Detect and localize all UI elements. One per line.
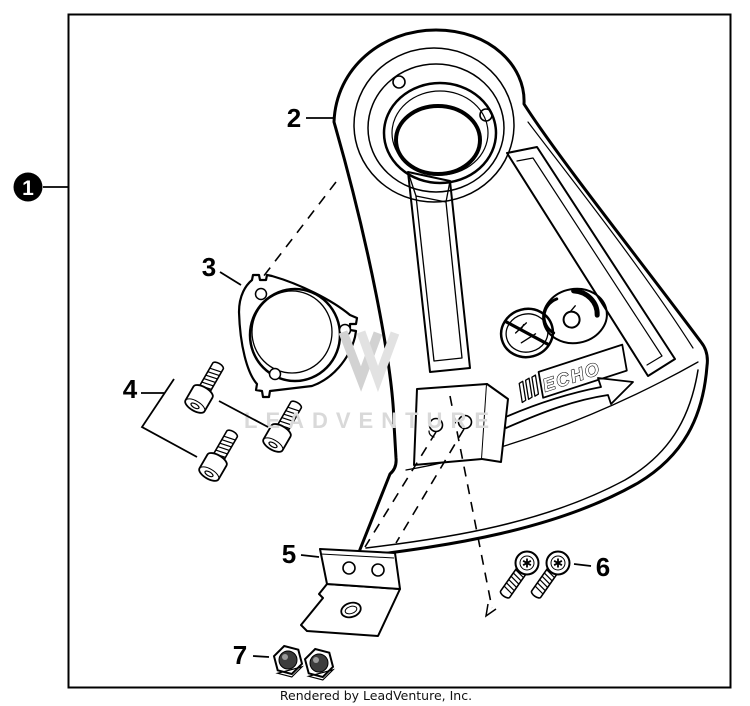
shield-skirt-inner-line <box>365 369 699 549</box>
plate-hole <box>254 287 268 301</box>
screw <box>530 550 571 599</box>
callout-1[interactable]: 1 <box>13 172 43 202</box>
callout-4-label[interactable]: 4 <box>123 374 138 404</box>
shield-left-rib-slot <box>407 171 471 373</box>
callout-3-label[interactable]: 3 <box>202 252 216 282</box>
diagram-border <box>67 13 732 689</box>
footer-caption: Rendered by LeadVenture, Inc. <box>280 688 472 703</box>
locknut <box>272 644 305 678</box>
locknut <box>303 647 336 681</box>
callout-5-label[interactable]: 5 <box>282 539 296 569</box>
watermark-text: LEADVENTURE <box>244 408 497 433</box>
bracket-hole <box>371 563 385 577</box>
bracket-slot-hole <box>340 601 362 619</box>
screw <box>499 550 540 599</box>
part-4-screws <box>184 361 303 482</box>
dashed-line-block-to-bracket <box>364 431 437 548</box>
watermark: LEADVENTURE <box>244 330 497 433</box>
dashed-line-block-to-screws <box>449 395 493 609</box>
part-3-adapter-plate <box>237 273 359 399</box>
screw <box>262 400 303 453</box>
callout-2-label[interactable]: 2 <box>287 103 301 133</box>
part-7-locknuts <box>272 644 336 681</box>
rotation-arrow-icon <box>500 377 634 429</box>
bracket-hole <box>342 561 356 575</box>
screw <box>198 429 239 482</box>
boss-hole <box>479 108 493 122</box>
plate-hole <box>268 367 282 381</box>
part-2-shield: ECHO <box>332 28 709 559</box>
shield-right-rib-slot <box>506 146 676 377</box>
callout-6-label[interactable]: 6 <box>596 552 610 582</box>
part-6-screws <box>499 550 571 599</box>
callout-1-badge[interactable] <box>13 172 43 202</box>
echo-logo-bars <box>518 374 540 404</box>
watermark-logo-icon <box>338 330 383 392</box>
watermark-logo-icon <box>356 330 400 393</box>
blade-decal-icon <box>542 287 608 345</box>
shield-mounting-boss <box>353 47 515 203</box>
screw <box>184 361 225 414</box>
socket-recess <box>204 470 214 478</box>
warning-decal-icon <box>499 307 555 359</box>
socket-recess <box>190 402 200 410</box>
part-5-bracket <box>300 548 401 637</box>
shield-right-rim-line <box>527 121 694 349</box>
torx-recess <box>522 558 532 568</box>
dashed-line-arrowhead-icon <box>484 603 497 618</box>
socket-recess <box>268 441 278 449</box>
shield-mounting-block <box>413 383 509 466</box>
callout-7-label[interactable]: 7 <box>233 640 247 670</box>
callout-1-number[interactable]: 1 <box>22 177 34 200</box>
callout-leader-lines <box>43 117 592 658</box>
echo-logo-box <box>537 343 628 399</box>
torx-recess <box>553 558 563 568</box>
block-hole <box>428 417 444 433</box>
dashed-line-shield-to-plate <box>262 181 337 278</box>
assembly-dashed-lines <box>262 181 493 609</box>
block-hole <box>457 414 473 430</box>
boss-hole <box>392 75 406 89</box>
dashed-line-block-to-bracket <box>395 428 465 544</box>
